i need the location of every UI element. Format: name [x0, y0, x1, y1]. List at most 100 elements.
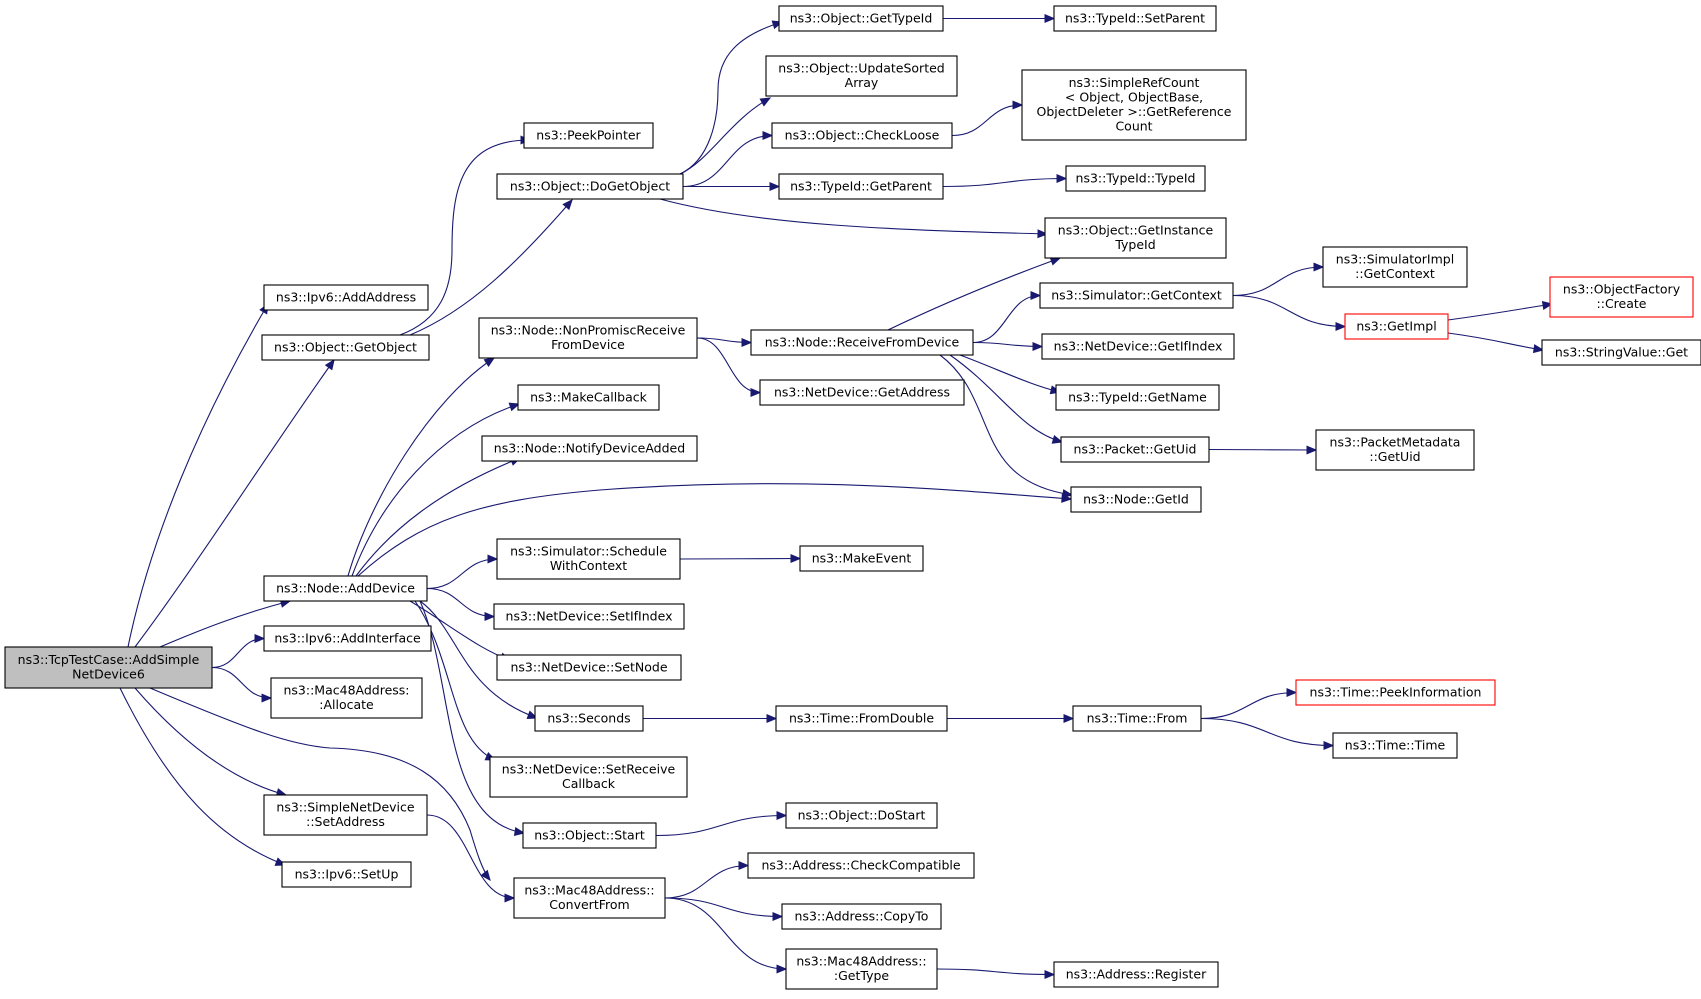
node-getrefcount[interactable]: ns3::SimpleRefCount< Object, ObjectBase,…	[1021, 69, 1247, 141]
node-box-ndgetaddress[interactable]	[759, 379, 965, 406]
node-nodegetid[interactable]: ns3::Node::GetId	[1070, 486, 1202, 513]
node-box-checkloose[interactable]	[771, 122, 953, 149]
node-box-objstart[interactable]	[522, 822, 657, 849]
node-box-fromdouble[interactable]	[775, 705, 948, 732]
node-ipv6addaddr[interactable]: ns3::Ipv6::AddAddress	[263, 284, 429, 311]
node-fromdouble[interactable]: ns3::Time::FromDouble	[775, 705, 948, 732]
node-box-nodegetid[interactable]	[1070, 486, 1202, 513]
node-setifindex[interactable]: ns3::NetDevice::SetIfIndex	[493, 603, 685, 630]
node-box-ipv6addaddr[interactable]	[263, 284, 429, 311]
node-gettypeid[interactable]: ns3::Object::GetTypeId	[778, 5, 944, 32]
node-box-getimpl[interactable]	[1344, 313, 1449, 340]
node-box-makeevent[interactable]	[799, 545, 924, 572]
node-getobject[interactable]: ns3::Object::GetObject	[261, 334, 430, 361]
node-getparent[interactable]: ns3::TypeId::GetParent	[778, 173, 944, 200]
node-objstart[interactable]: ns3::Object::Start	[522, 822, 657, 849]
node-peekinfo[interactable]: ns3::Time::PeekInformation	[1295, 679, 1496, 706]
node-allocate[interactable]: ns3::Mac48Address::Allocate	[270, 677, 423, 719]
node-addinterface[interactable]: ns3::Ipv6::AddInterface	[263, 625, 432, 652]
node-box-dostart[interactable]	[785, 802, 938, 829]
node-box-root[interactable]	[4, 646, 213, 689]
node-box-seconds[interactable]	[534, 705, 644, 732]
node-box-setrecvcb[interactable]	[489, 756, 688, 798]
node-box-packetgetuid[interactable]	[1060, 436, 1210, 463]
node-makecallback[interactable]: ns3::MakeCallback	[517, 384, 660, 411]
node-simimplgetctx[interactable]: ns3::SimulatorImpl::GetContext	[1322, 246, 1468, 288]
node-checkloose[interactable]: ns3::Object::CheckLoose	[771, 122, 953, 149]
node-box-typeidctor[interactable]	[1065, 165, 1206, 192]
node-seconds[interactable]: ns3::Seconds	[534, 705, 644, 732]
node-box-checkcompat[interactable]	[747, 852, 975, 879]
node-sndsetaddr[interactable]: ns3::SimpleNetDevice::SetAddress	[263, 794, 428, 836]
node-getimpl[interactable]: ns3::GetImpl	[1344, 313, 1449, 340]
node-box-getifindex[interactable]	[1041, 333, 1235, 360]
node-box-peekinfo[interactable]	[1295, 679, 1496, 706]
node-box-peekpointer[interactable]	[523, 122, 654, 149]
node-adddevice[interactable]: ns3::Node::AddDevice	[263, 575, 428, 602]
node-mac48gettype[interactable]: ns3::Mac48Address:::GetType	[785, 948, 938, 990]
node-box-makecallback[interactable]	[517, 384, 660, 411]
node-peekpointer[interactable]: ns3::PeekPointer	[523, 122, 654, 149]
node-timector[interactable]: ns3::Time::Time	[1332, 732, 1458, 759]
node-box-getrefcount[interactable]	[1021, 69, 1247, 141]
node-box-notifydevadded[interactable]	[481, 435, 698, 462]
node-box-adddevice[interactable]	[263, 575, 428, 602]
node-box-getinsttypeid[interactable]	[1044, 217, 1227, 259]
node-box-schedctx[interactable]	[496, 538, 681, 580]
node-box-stringvalget[interactable]	[1541, 339, 1701, 366]
node-box-typeidgetname[interactable]	[1055, 384, 1220, 411]
node-pmgetuid[interactable]: ns3::PacketMetadata::GetUid	[1315, 429, 1475, 471]
node-ndgetaddress[interactable]: ns3::NetDevice::GetAddress	[759, 379, 965, 406]
node-box-convertfrom[interactable]	[513, 877, 666, 919]
node-makeevent[interactable]: ns3::MakeEvent	[799, 545, 924, 572]
node-simgetctx[interactable]: ns3::Simulator::GetContext	[1039, 282, 1234, 309]
node-box-recvfromdev[interactable]	[750, 329, 974, 356]
node-checkcompat[interactable]: ns3::Address::CheckCompatible	[747, 852, 975, 879]
node-box-addinterface[interactable]	[263, 625, 432, 652]
node-dostart[interactable]: ns3::Object::DoStart	[785, 802, 938, 829]
node-recvfromdev[interactable]: ns3::Node::ReceiveFromDevice	[750, 329, 974, 356]
node-box-updatesorted[interactable]	[765, 55, 958, 97]
node-box-gettypeid[interactable]	[778, 5, 944, 32]
node-box-pmgetuid[interactable]	[1315, 429, 1475, 471]
node-box-setnode[interactable]	[496, 654, 682, 681]
node-box-getobject[interactable]	[261, 334, 430, 361]
node-box-setifindex[interactable]	[493, 603, 685, 630]
node-dogetobject[interactable]: ns3::Object::DoGetObject	[496, 173, 684, 200]
node-timefrom[interactable]: ns3::Time::From	[1072, 705, 1202, 732]
node-box-copyto[interactable]	[781, 903, 942, 930]
node-setparent[interactable]: ns3::TypeId::SetParent	[1053, 5, 1217, 32]
node-notifydevadded[interactable]: ns3::Node::NotifyDeviceAdded	[481, 435, 698, 462]
node-box-sndsetaddr[interactable]	[263, 794, 428, 836]
node-box-setup[interactable]	[281, 861, 412, 888]
node-copyto[interactable]: ns3::Address::CopyTo	[781, 903, 942, 930]
node-box-setparent[interactable]	[1053, 5, 1217, 32]
node-box-nonpromisc[interactable]	[478, 317, 698, 359]
node-box-getparent[interactable]	[778, 173, 944, 200]
node-box-simimplgetctx[interactable]	[1322, 246, 1468, 288]
node-box-timefrom[interactable]	[1072, 705, 1202, 732]
node-box-simgetctx[interactable]	[1039, 282, 1234, 309]
node-convertfrom[interactable]: ns3::Mac48Address::ConvertFrom	[513, 877, 666, 919]
node-box-allocate[interactable]	[270, 677, 423, 719]
node-packetgetuid[interactable]: ns3::Packet::GetUid	[1060, 436, 1210, 463]
node-setnode[interactable]: ns3::NetDevice::SetNode	[496, 654, 682, 681]
node-getifindex[interactable]: ns3::NetDevice::GetIfIndex	[1041, 333, 1235, 360]
node-addrregister[interactable]: ns3::Address::Register	[1053, 961, 1219, 988]
node-objfactcreate[interactable]: ns3::ObjectFactory::Create	[1549, 276, 1694, 318]
node-box-mac48gettype[interactable]	[785, 948, 938, 990]
node-stringvalget[interactable]: ns3::StringValue::Get	[1541, 339, 1701, 366]
node-setup[interactable]: ns3::Ipv6::SetUp	[281, 861, 412, 888]
node-box-timector[interactable]	[1332, 732, 1458, 759]
node-box-dogetobject[interactable]	[496, 173, 684, 200]
node-box-objfactcreate[interactable]	[1549, 276, 1694, 318]
node-typeidgetname[interactable]: ns3::TypeId::GetName	[1055, 384, 1220, 411]
node-box-addrregister[interactable]	[1053, 961, 1219, 988]
node-typeidctor[interactable]: ns3::TypeId::TypeId	[1065, 165, 1206, 192]
